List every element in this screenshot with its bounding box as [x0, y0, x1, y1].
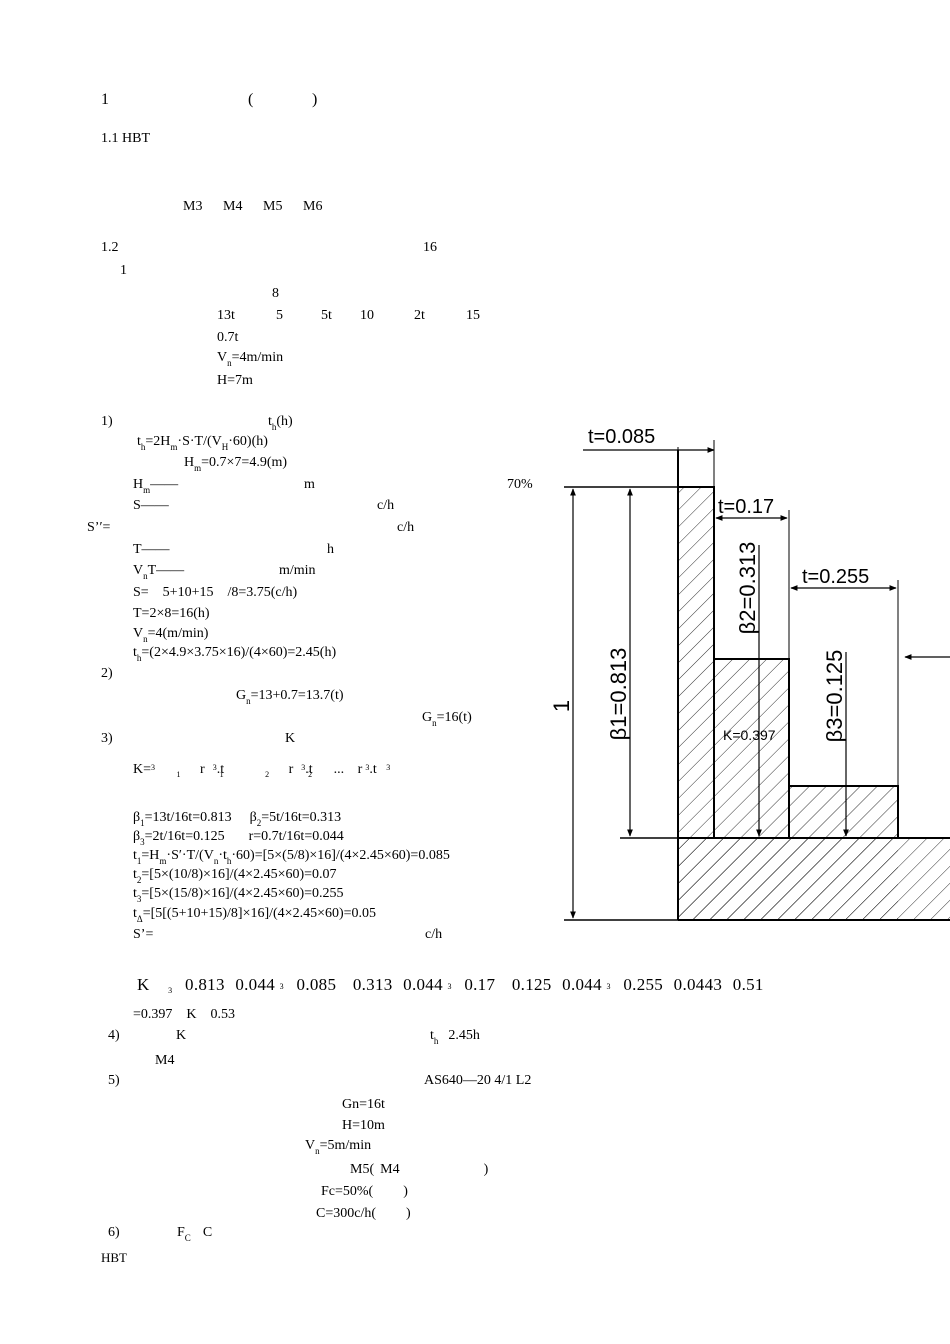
axis-one-label: 1 — [550, 700, 574, 712]
hoist-model: AS640—20 4/1 L2 — [424, 1073, 532, 1088]
k-value-label: K=0.397 — [723, 727, 776, 743]
gn-value-1: Gn=13+0.7=13.7(t) — [236, 688, 344, 706]
load-5t: 5t — [321, 308, 332, 323]
hbt-footer: HBT — [101, 1250, 127, 1265]
hook-weight: 0.7t — [217, 330, 239, 345]
height-value: H=7m — [217, 373, 253, 388]
load-13t: 13t — [217, 308, 235, 323]
hm-unit: m — [304, 477, 315, 492]
t3-formula: t3=[5×(15/8)×16]/(4×2.45×60)=0.255 — [133, 886, 344, 904]
s-value: S= 5+10+15 /8=3.75(c/h) — [133, 585, 298, 600]
hm-percent: 70% — [507, 477, 533, 492]
class-m4-result: M4 — [155, 1053, 175, 1068]
step-5-label: 5) — [108, 1073, 120, 1088]
load-15: 15 — [466, 308, 480, 323]
s-double-prime-unit: c/h — [397, 520, 415, 535]
s-prime: S’= — [133, 927, 154, 942]
h-step5: H=10m — [342, 1118, 385, 1133]
beta-3-label: β3=0.125 — [822, 650, 847, 743]
s-double-prime: S’′= — [87, 520, 111, 535]
load-5: 5 — [276, 308, 283, 323]
vn-description: VnT—— — [133, 563, 185, 581]
step-4-label: 4) — [108, 1028, 120, 1043]
gn-step5: Gn=16t — [342, 1097, 385, 1112]
s-description: S—— — [133, 498, 169, 513]
load-spectrum-diagram: 1 β1=0.813 β2=0.313 β3=0.125 t=0.085 t=0… — [550, 426, 950, 921]
t1-formula: t1=Hm·S′·T/(Vn·th·60)=[5×(5/8)×16]/(4×2.… — [133, 848, 450, 866]
value-1: 1 — [120, 263, 127, 278]
step-6-label: 6) — [108, 1225, 120, 1240]
t-description: T—— — [133, 542, 170, 557]
section-1-2-label: 1.2 — [101, 240, 119, 255]
speed-value: Vn=4m/min — [217, 350, 284, 368]
t-label-2: t=0.17 — [718, 496, 774, 518]
k-calculation: K 3 0.813 0.044 3 0.085 0.313 0.044 3 0.… — [137, 975, 764, 995]
value-16: 16 — [423, 240, 437, 255]
section-1-1-label: 1.1 HBT — [101, 131, 150, 146]
section-number: 1 — [101, 91, 109, 108]
t2-formula: t2=[5×(10/8)×16]/(4×2.45×60)=0.07 — [133, 867, 337, 885]
t-unit: h — [327, 542, 334, 557]
beta-2-label: β2=0.313 — [735, 542, 760, 635]
vn-unit: m/min — [279, 563, 316, 578]
t-label-3: t=0.255 — [802, 566, 869, 588]
t-label-1: t=0.085 — [588, 426, 655, 448]
block-base — [678, 838, 950, 920]
t-value: T=2×8=16(h) — [133, 606, 210, 621]
step-2-label: 2) — [101, 666, 113, 681]
hm-value: Hm=0.7×7=4.9(m) — [184, 455, 288, 473]
vn-value: Vn=4(m/min) — [133, 626, 209, 644]
class-m3: M3 — [183, 199, 203, 214]
load-10: 10 — [360, 308, 374, 323]
fc-step5: Fc=50%() — [321, 1184, 408, 1199]
beta-1-label: β1=0.813 — [606, 648, 631, 741]
paren-close: ) — [312, 91, 318, 108]
vn-step5: Vn=5m/min — [305, 1138, 372, 1156]
gn-value-2: Gn=16(t) — [422, 710, 472, 728]
k-step4: K — [176, 1028, 187, 1043]
s-unit: c/h — [377, 498, 395, 513]
class-m5: M5 — [263, 199, 283, 214]
s-prime-unit: c/h — [425, 927, 443, 942]
th-formula: th=2Hm·S·T/(VH·60)(h) — [137, 434, 268, 452]
hm-description: Hm—— — [133, 477, 179, 495]
paren-open: ( — [248, 91, 254, 108]
c-step5: C=300c/h() — [316, 1206, 411, 1221]
value-8: 8 — [272, 286, 279, 301]
t-delta-formula: tΔ=[5[(5+10+15)/8]×16]/(4×2.45×60)=0.05 — [133, 906, 377, 924]
load-2t: 2t — [414, 308, 425, 323]
step-1-label: 1) — [101, 414, 113, 429]
class-m4: M4 — [223, 199, 243, 214]
th-heading: th(h) — [268, 414, 293, 432]
k-heading: K — [285, 731, 296, 746]
m5-step5: M5(M4) — [350, 1162, 489, 1177]
k-result: =0.397 K 0.53 — [133, 1007, 236, 1022]
class-m6: M6 — [303, 199, 323, 214]
th-value: th=(2×4.9×3.75×16)/(4×60)=2.45(h) — [133, 645, 337, 663]
step-3-label: 3) — [101, 731, 113, 746]
